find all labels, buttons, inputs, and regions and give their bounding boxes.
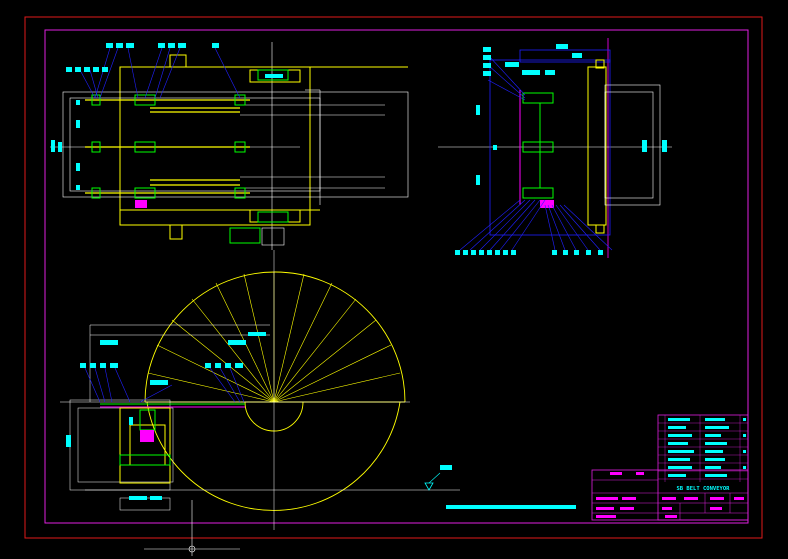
side-view xyxy=(438,38,672,258)
elevation-view xyxy=(60,250,576,530)
crosshair-icon xyxy=(188,545,196,553)
outer-frame xyxy=(24,16,763,539)
ucs-icon xyxy=(144,500,240,556)
inner-frame xyxy=(44,29,749,524)
title-block: SB BELT CONVEYOR xyxy=(591,414,749,521)
triangle-icon xyxy=(424,482,434,491)
scale-bar xyxy=(446,505,576,509)
title-text: SB BELT CONVEYOR xyxy=(677,486,731,492)
plan-view xyxy=(50,42,409,250)
level-marker xyxy=(424,465,452,491)
